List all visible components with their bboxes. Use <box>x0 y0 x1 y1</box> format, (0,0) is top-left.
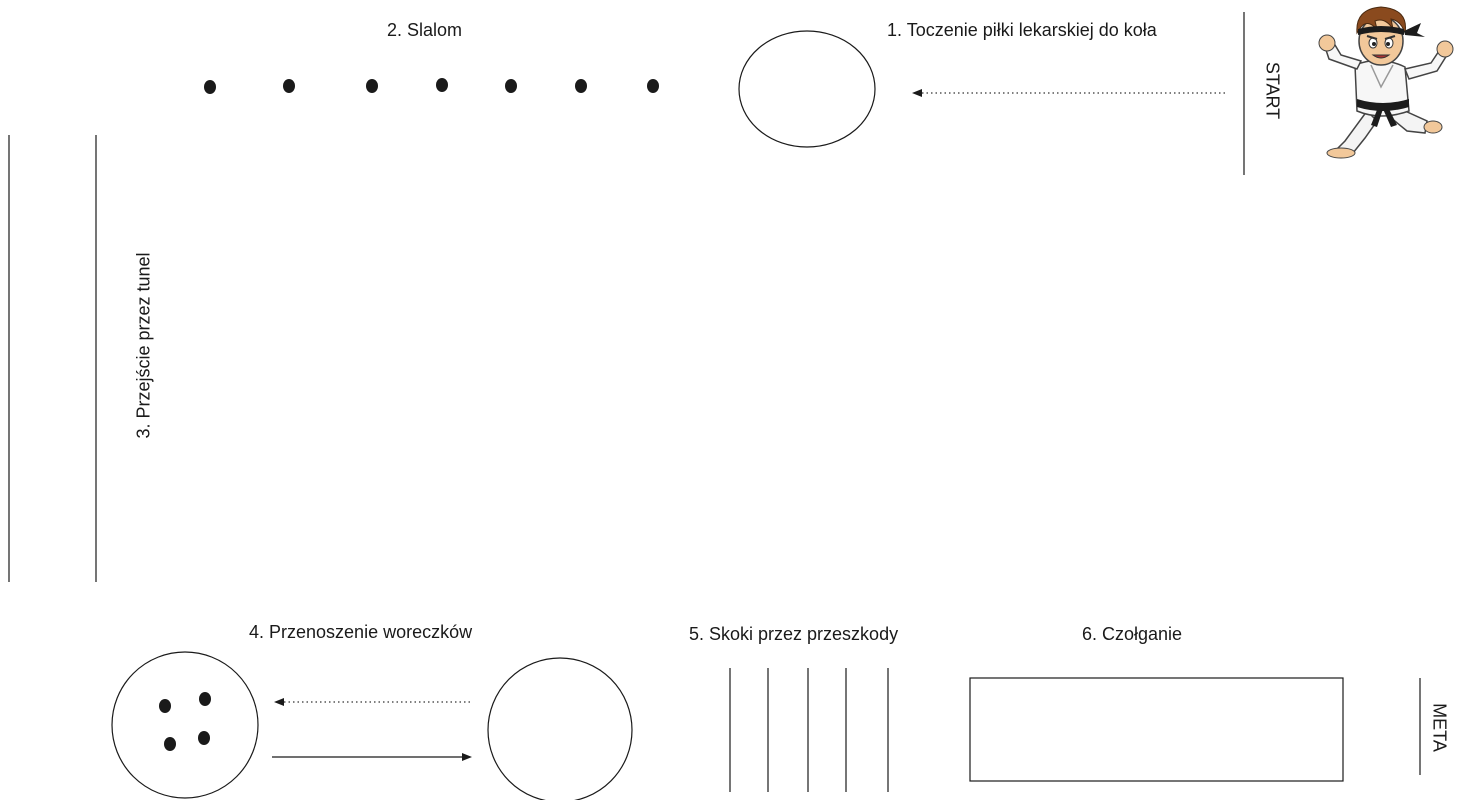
station1-circle <box>738 30 876 148</box>
finish-label: META <box>1429 703 1450 752</box>
slalom-cone <box>436 78 448 92</box>
bags-carry-arrowhead <box>462 753 472 761</box>
station3-label: 3. Przejście przez tunel <box>133 252 154 439</box>
station6-label: 6. Czołganie <box>1082 624 1183 644</box>
bags-return-arrowhead <box>274 698 284 706</box>
bag <box>164 737 176 751</box>
bags-source-circle <box>111 651 259 799</box>
bags-target-circle <box>487 657 633 800</box>
bag <box>199 692 211 706</box>
slalom-cones <box>204 78 659 94</box>
bags-group <box>159 692 211 751</box>
bag <box>159 699 171 713</box>
slalom-cone <box>366 79 378 93</box>
station2-label: 2. Slalom <box>387 20 463 40</box>
bag <box>198 731 210 745</box>
slalom-cone <box>283 79 295 93</box>
station4-label: 4. Przenoszenie woreczków <box>249 622 473 642</box>
slalom-cone <box>505 79 517 93</box>
slalom-cone <box>575 79 587 93</box>
station5-label: 5. Skoki przez przeszkody <box>689 624 899 644</box>
station1-label: 1. Toczenie piłki lekarskiej do koła <box>887 20 1157 40</box>
slalom-cone <box>647 79 659 93</box>
station1-arrowhead <box>912 89 922 97</box>
hurdles-group <box>729 668 889 792</box>
karate-kid-mascot-icon <box>1318 6 1454 159</box>
start-label: START <box>1262 61 1283 120</box>
slalom-cone <box>204 80 216 94</box>
crawl-mat <box>969 677 1344 782</box>
